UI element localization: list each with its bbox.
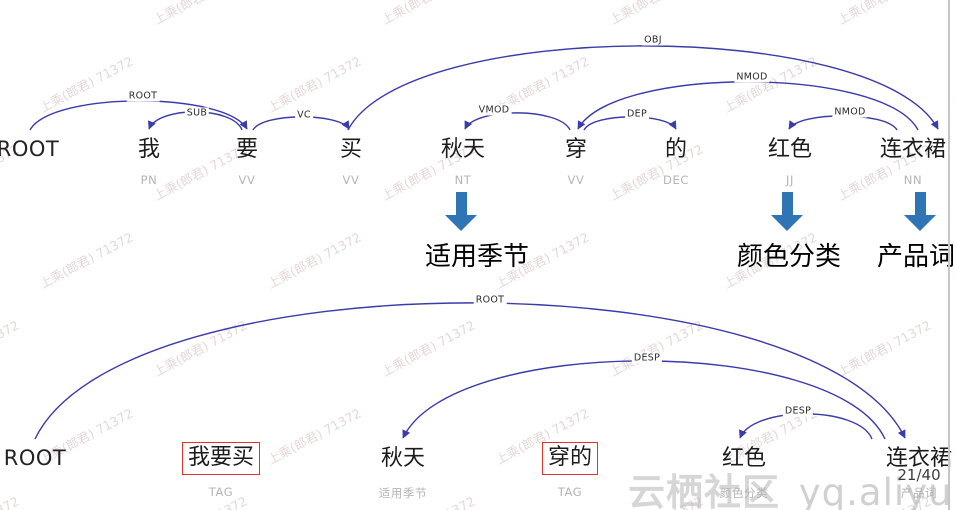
pos-tag: VV	[342, 173, 360, 187]
word: 的	[664, 137, 688, 162]
word: 连衣裙	[885, 446, 953, 471]
category-label: 颜色分类	[736, 242, 842, 272]
pos-tag: PN	[140, 173, 158, 187]
word: 红色	[767, 137, 813, 162]
dependency-arc	[402, 360, 886, 440]
dependency-arc	[788, 115, 898, 131]
down-arrow-head	[904, 215, 936, 231]
arc-label: DESP	[782, 405, 814, 417]
pos-tag: JJ	[786, 173, 794, 187]
word: 红色	[721, 446, 767, 471]
category-label: 产品词	[876, 242, 955, 272]
down-arrow-icon	[445, 192, 477, 231]
category-label: 适用季节	[424, 242, 530, 272]
segment-tag: TAG	[557, 485, 583, 499]
pos-tag: VV	[238, 173, 256, 187]
arc-label: OBJ	[642, 34, 664, 46]
down-arrow-shaft	[781, 192, 793, 215]
arc-label: ROOT	[126, 90, 160, 102]
word-highlighted: 穿的	[541, 442, 599, 476]
word: 我	[137, 137, 161, 162]
down-arrow-shaft	[455, 192, 467, 215]
pos-tag: NN	[903, 173, 923, 187]
word: 买	[339, 137, 363, 162]
word: 要	[235, 137, 259, 162]
slide-right-border	[948, 0, 950, 510]
word: ROOT	[0, 137, 60, 161]
arc-label: DEP	[625, 108, 649, 120]
dependency-arc	[34, 302, 906, 440]
pos-tag: VV	[567, 173, 585, 187]
arc-label: ROOT	[473, 294, 507, 306]
segment-tag: TAG	[208, 485, 234, 499]
down-arrow-icon	[904, 192, 936, 231]
arc-label: NMOD	[734, 71, 770, 83]
down-arrow-head	[445, 215, 477, 231]
down-arrow-shaft	[914, 192, 926, 215]
segment-tag: 颜色分类	[719, 486, 769, 500]
page-number: 21/40	[897, 466, 941, 484]
arc-label: VMOD	[476, 104, 512, 116]
down-arrow-icon	[771, 192, 803, 231]
dependency-arc	[347, 45, 939, 131]
down-arrow-head	[771, 215, 803, 231]
arc-label: SUB	[184, 107, 210, 119]
dependency-arc	[29, 100, 248, 131]
word-highlighted: 我要买	[181, 442, 261, 476]
arc-label: NMOD	[832, 106, 868, 118]
word: ROOT	[3, 446, 67, 470]
word: 连衣裙	[879, 137, 947, 162]
pos-tag: NT	[454, 173, 472, 187]
word: 秋天	[440, 137, 486, 162]
segment-tag: 适用季节	[378, 486, 428, 500]
arc-label: DESP	[631, 352, 663, 364]
word: 秋天	[380, 446, 426, 471]
pos-tag: DEC	[663, 173, 689, 187]
arc-label: VC	[295, 109, 313, 121]
dependency-arc	[739, 413, 873, 440]
segment-tag: 产品词	[900, 486, 938, 500]
dependency-arc	[464, 112, 571, 131]
word: 穿	[564, 137, 588, 162]
